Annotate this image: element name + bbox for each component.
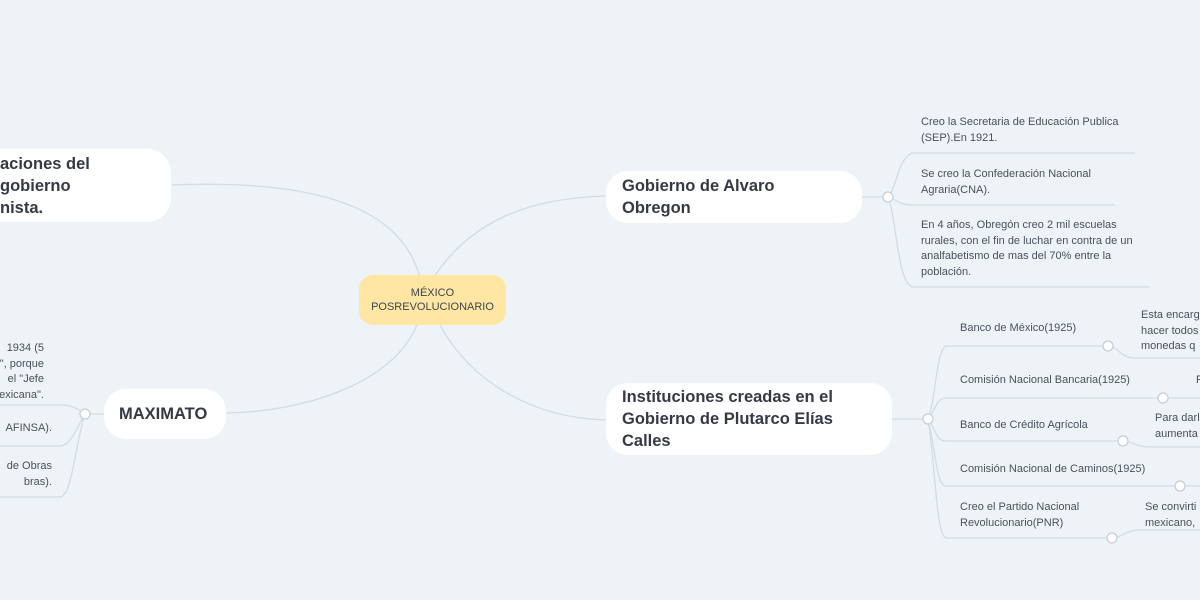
calles-item-banco-mexico-detail[interactable]: Esta encarg hacer todos monedas q xyxy=(1141,309,1200,352)
calles-item-banco-credito-detail[interactable]: Para darl aumenta xyxy=(1155,412,1200,440)
branch-left-top-line1: aciones del gobierno xyxy=(0,154,90,195)
branch-left-top[interactable]: aciones del gobierno nista. xyxy=(0,149,171,222)
branch-maximato[interactable]: MAXIMATO xyxy=(104,389,226,439)
calles-item-pnr[interactable]: Creo el Partido Nacional Revolucionario(… xyxy=(960,501,1080,529)
obregon-item-escuelas[interactable]: En 4 años, Obregón creo 2 mil escuelas r… xyxy=(921,219,1133,278)
calles-item-comision-bancaria-detail[interactable]: P xyxy=(1196,374,1200,386)
central-topic-line1: MÉXICO xyxy=(410,287,455,299)
collapse-handle-calles xyxy=(922,413,934,425)
calles-item-banco-credito[interactable]: Banco de Crédito Agrícola xyxy=(960,419,1088,431)
maximato-leaf-3[interactable]: de Obras bras). xyxy=(6,460,52,488)
obregon-item-cna[interactable]: Se creo la Confederación Nacional Agrari… xyxy=(921,168,1091,196)
collapse-handle-obregon xyxy=(882,191,894,203)
branch-left-top-line2: nista. xyxy=(0,198,44,217)
collapse-handle-maximato xyxy=(79,408,91,420)
central-topic-line2: POSREVOLUCIONARIO xyxy=(371,301,494,313)
central-topic[interactable]: MÉXICO POSREVOLUCIONARIO xyxy=(359,275,506,325)
calles-item-comision-caminos[interactable]: Comisión Nacional de Caminos(1925) xyxy=(960,463,1146,475)
calles-item-banco-mexico[interactable]: Banco de México(1925) xyxy=(960,322,1077,334)
branch-calles[interactable]: Instituciones creadas en el Gobierno de … xyxy=(606,383,892,455)
connector-central-left-top xyxy=(171,183,421,279)
connector-central-obregon xyxy=(431,195,607,281)
obregon-item-sep[interactable]: Creo la Secretaria de Educación Publica … xyxy=(921,116,1119,144)
maximato-leaf-2[interactable]: AFINSA). xyxy=(5,422,52,434)
branch-maximato-title: MAXIMATO xyxy=(119,405,208,423)
connector-central-maximato xyxy=(225,321,419,414)
calles-item-comision-bancaria[interactable]: Comisión Nacional Bancaria(1925) xyxy=(960,374,1130,386)
calles-item-pnr-detail[interactable]: Se convirti mexicano, xyxy=(1145,501,1197,529)
branch-obregon-title: Gobierno de Alvaro Obregon xyxy=(622,177,775,217)
branch-calles-title-line2: Gobierno de Plutarco Elías Calles xyxy=(622,410,833,450)
connector-central-calles xyxy=(439,324,607,421)
branch-obregon[interactable]: Gobierno de Alvaro Obregon xyxy=(606,171,862,223)
branch-calles-title-line1: Instituciones creadas en el xyxy=(622,388,833,406)
maximato-leaf-1[interactable]: 1934 (5 o", porque el "Jefe exicana". xyxy=(0,342,44,401)
